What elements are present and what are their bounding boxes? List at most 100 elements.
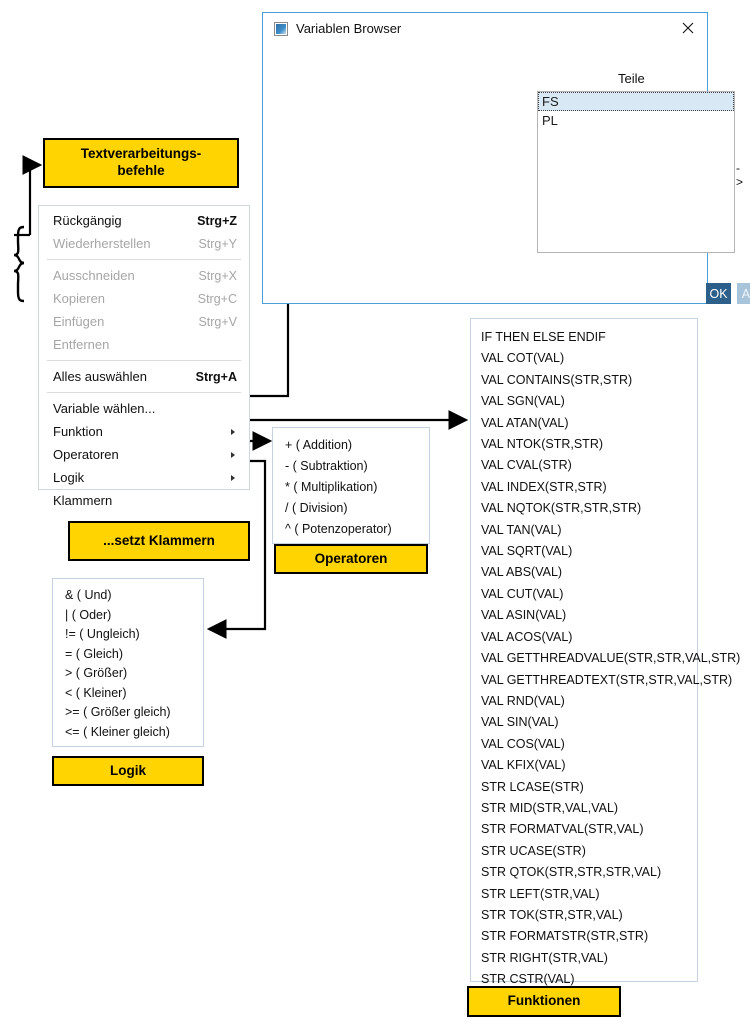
dialog-titlebar: Variablen Browser (263, 13, 707, 45)
submenu-arrow-icon (231, 451, 235, 458)
part-list-item[interactable]: PL (542, 113, 558, 128)
logic-submenu: & ( Und) | ( Oder) != ( Ungleich) = ( Gleic… (52, 578, 204, 747)
function-item[interactable]: STR QTOK(STR,STR,STR,VAL) (481, 865, 662, 880)
function-item[interactable]: VAL NQTOK(STR,STR,STR) (481, 501, 642, 516)
logic-item[interactable]: != ( Ungleich) (65, 627, 140, 641)
functions-submenu: IF THEN ELSE ENDIF VAL COT(VAL) VAL CONTAI… (470, 318, 741, 986)
function-item[interactable]: VAL ABS(VAL) (481, 565, 563, 580)
function-item[interactable]: STR LCASE(STR) (481, 779, 584, 794)
logic-item[interactable]: & ( Und) (65, 588, 112, 602)
function-item[interactable]: VAL COS(VAL) (481, 736, 565, 751)
menu-item-label: Alles auswählen (53, 369, 147, 384)
operator-item[interactable]: ^ ( Potenzoperator) (285, 522, 392, 536)
operator-item[interactable]: + ( Addition) (285, 438, 353, 452)
context-menu: Rückgängig Strg+Z Wiederherstellen Strg+Y Au… (38, 205, 250, 508)
menu-item-shortcut: Strg+C (197, 291, 237, 306)
menu-item-wiederherstellen: Wiederherstellen Strg+Y (39, 232, 249, 255)
function-item[interactable]: STR RIGHT(STR,VAL) (481, 950, 608, 965)
function-item[interactable]: VAL CVAL(STR) (481, 458, 572, 473)
close-icon[interactable] (676, 19, 700, 39)
function-item[interactable]: VAL ATAN(VAL) (481, 415, 569, 430)
menu-item-operatoren[interactable]: Operatoren (39, 443, 249, 466)
submenu-arrow-icon (231, 428, 235, 435)
function-item[interactable]: IF THEN ELSE ENDIF (481, 330, 606, 344)
ok-button[interactable]: OK (706, 283, 731, 304)
function-item[interactable]: VAL CUT(VAL) (481, 586, 564, 601)
menu-separator (47, 259, 241, 260)
annotation-text-commands: Textverarbeitungs-befehle (43, 138, 239, 188)
logic-item[interactable]: | ( Oder) (65, 607, 112, 622)
menu-item-alles-ausw-hlen[interactable]: Alles auswählen Strg+A (39, 365, 249, 388)
menu-item-label: Funktion (53, 424, 103, 439)
menu-item-label: Wiederherstellen (53, 236, 151, 251)
parts-listbox[interactable]: FS PL (537, 91, 735, 253)
logic-item[interactable]: = ( Gleich) (65, 646, 124, 661)
menu-item-label: Rückgängig (53, 213, 122, 228)
function-item[interactable]: VAL CONTAINS(STR,STR) (481, 372, 633, 387)
transfer-arrow-label: -> (736, 161, 744, 189)
menu-item-ausschneiden: Ausschneiden Strg+X (39, 264, 249, 287)
menu-item-einf-gen: Einfügen Strg+V (39, 310, 249, 333)
function-item[interactable]: VAL COT(VAL) (481, 351, 565, 366)
function-item[interactable]: VAL RND(VAL) (481, 693, 565, 708)
operator-item[interactable]: - ( Subtraktion) (285, 459, 368, 473)
function-item[interactable]: VAL KFIX(VAL) (481, 758, 566, 773)
menu-item-klammern[interactable]: Klammern (39, 489, 249, 512)
menu-item-logik[interactable]: Logik (39, 466, 249, 489)
function-item[interactable]: STR CSTR(VAL) (481, 972, 575, 987)
function-item[interactable]: STR TOK(STR,STR,VAL) (481, 907, 623, 922)
annotation-operators: Operatoren (274, 544, 428, 574)
function-item[interactable]: VAL TAN(VAL) (481, 522, 562, 537)
function-item[interactable]: STR FORMATSTR(STR,STR) (481, 929, 649, 944)
menu-item-label: Einfügen (53, 314, 105, 329)
menu-item-shortcut: Strg+X (198, 268, 237, 283)
menu-item-shortcut: Strg+Y (198, 236, 237, 251)
function-item[interactable]: STR LEFT(STR,VAL) (481, 886, 600, 901)
function-item[interactable]: VAL GETTHREADTEXT(STR,STR,VAL,STR) (481, 672, 733, 687)
menu-item-kopieren: Kopieren Strg+C (39, 287, 249, 310)
function-item[interactable]: VAL ACOS(VAL) (481, 629, 573, 644)
logic-item[interactable]: > ( Größer) (65, 666, 128, 680)
variablen-browser-dialog: Variablen Browser Teile Variablen des Te… (262, 12, 750, 304)
function-item[interactable]: VAL INDEX(STR,STR) (481, 479, 607, 494)
menu-separator (47, 360, 241, 361)
menu-item-variable-w-hlen[interactable]: Variable wählen... (39, 397, 249, 420)
menu-item-label: Kopieren (53, 291, 106, 306)
menu-item-shortcut: Strg+A (195, 369, 237, 384)
function-item[interactable]: VAL ASIN(VAL) (481, 608, 567, 623)
dialog-title: Variablen Browser (296, 21, 402, 36)
part-list-item[interactable]: FS (538, 92, 734, 111)
menu-item-label: Entfernen (53, 337, 110, 352)
operator-item[interactable]: * ( Multiplikation) (285, 480, 378, 494)
function-item[interactable]: VAL SGN(VAL) (481, 394, 565, 409)
annotation-functions: Funktionen (467, 986, 621, 1017)
app-icon (274, 22, 288, 36)
menu-item-funktion[interactable]: Funktion (39, 420, 249, 443)
menu-item-r-ckg-ngig[interactable]: Rückgängig Strg+Z (39, 209, 249, 232)
logic-item[interactable]: <= ( Kleiner gleich) (65, 724, 170, 739)
menu-item-label: Logik (53, 470, 85, 485)
parts-column-header: Teile (618, 71, 645, 86)
function-item[interactable]: VAL GETTHREADVALUE(STR,STR,VAL,STR) (481, 651, 741, 666)
function-item[interactable]: VAL SIN(VAL) (481, 715, 559, 730)
cancel-button[interactable]: Abbruch (737, 283, 750, 304)
logic-item[interactable]: >= ( Größer gleich) (65, 705, 171, 719)
function-item[interactable]: VAL SQRT(VAL) (481, 544, 573, 559)
function-item[interactable]: STR MID(STR,VAL,VAL) (481, 800, 619, 815)
annotation-logic: Logik (52, 756, 204, 786)
annotation-sets-brackets: ...setzt Klammern (68, 521, 250, 561)
function-item[interactable]: STR UCASE(STR) (481, 843, 586, 858)
menu-item-label: Operatoren (53, 447, 119, 462)
menu-item-label: Ausschneiden (53, 268, 135, 283)
menu-item-label: Variable wählen... (53, 401, 156, 416)
function-item[interactable]: VAL NTOK(STR,STR) (481, 437, 604, 452)
menu-item-shortcut: Strg+V (198, 314, 237, 329)
menu-item-shortcut: Strg+Z (197, 213, 237, 228)
menu-item-label: Klammern (53, 493, 113, 508)
operators-submenu: + ( Addition) - ( Subtraktion) * ( Multipl… (272, 427, 430, 544)
menu-separator (47, 392, 241, 393)
menu-item-entfernen: Entfernen (39, 333, 249, 356)
operator-item[interactable]: / ( Division) (285, 501, 348, 515)
logic-item[interactable]: < ( Kleiner) (65, 685, 127, 700)
function-item[interactable]: STR FORMATVAL(STR,VAL) (481, 822, 644, 837)
